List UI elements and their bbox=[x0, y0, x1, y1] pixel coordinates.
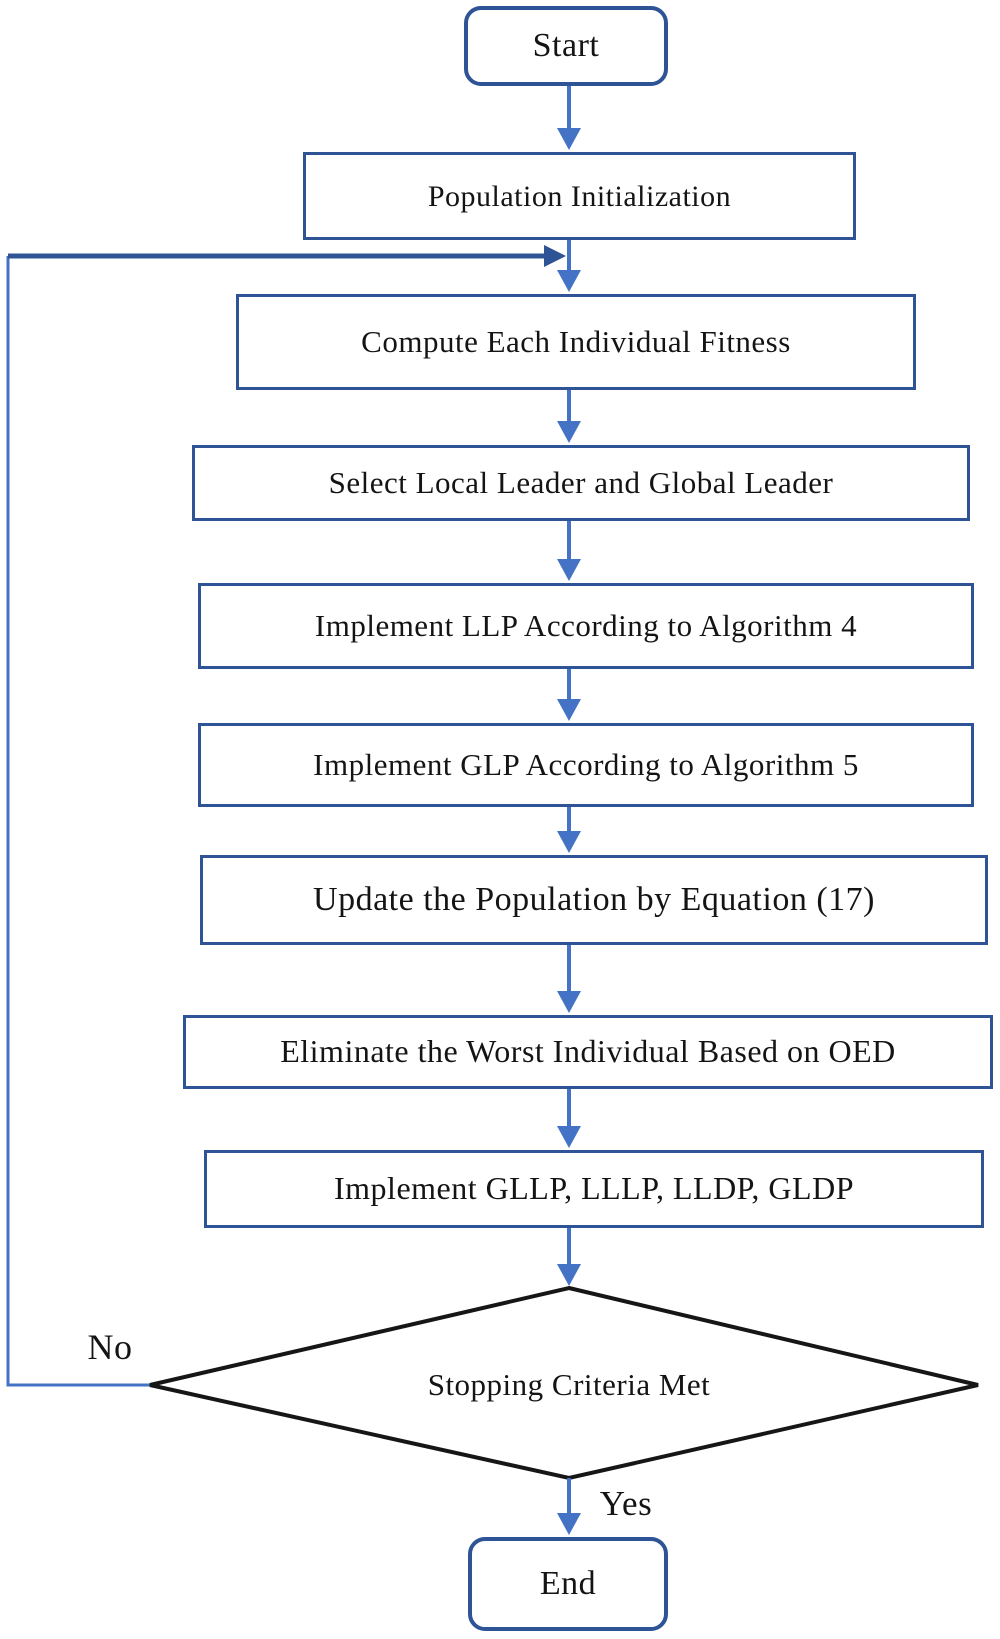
arrowhead-icon bbox=[557, 421, 581, 443]
flow-arrow-eliminate-to-gllp bbox=[557, 1089, 581, 1148]
flow-arrow-population-to-compute bbox=[557, 240, 581, 292]
process-node-eliminate-worst: Eliminate the Worst Individual Based on … bbox=[183, 1015, 993, 1089]
flow-arrow-llp-to-glp bbox=[557, 669, 581, 721]
loop-line bbox=[6, 256, 150, 1387]
arrowhead-icon bbox=[557, 1513, 581, 1535]
edge-label-no: No bbox=[87, 1327, 133, 1367]
process-node-population-initialization: Population Initialization bbox=[303, 152, 856, 240]
flow-arrow-start-to-population bbox=[557, 86, 581, 150]
arrowhead-icon bbox=[557, 991, 581, 1013]
loop-arrowhead-icon bbox=[544, 245, 566, 267]
flow-arrow-decision-to-end bbox=[557, 1478, 581, 1535]
arrowhead-icon bbox=[557, 559, 581, 581]
flow-arrow-glp-to-update bbox=[557, 807, 581, 853]
flow-arrow-compute-to-select bbox=[557, 390, 581, 443]
process-node-implement-llp: Implement LLP According to Algorithm 4 bbox=[198, 583, 974, 669]
flow-arrow-select-to-llp bbox=[557, 521, 581, 581]
flow-arrow-update-to-eliminate bbox=[557, 945, 581, 1013]
process-node-update-population: Update the Population by Equation (17) bbox=[200, 855, 988, 945]
process-node-select-leaders: Select Local Leader and Global Leader bbox=[192, 445, 970, 521]
arrowhead-icon bbox=[557, 1264, 581, 1286]
process-node-implement-glp: Implement GLP According to Algorithm 5 bbox=[198, 723, 974, 807]
loop-connector-no-branch bbox=[6, 245, 566, 1387]
arrowhead-icon bbox=[557, 699, 581, 721]
start-node: Start bbox=[464, 6, 668, 86]
arrowhead-icon bbox=[557, 270, 581, 292]
flow-arrow-gllp-to-decision bbox=[557, 1228, 581, 1286]
arrowhead-icon bbox=[557, 1126, 581, 1148]
arrowhead-icon bbox=[557, 128, 581, 150]
end-node: End bbox=[468, 1537, 668, 1631]
arrowhead-icon bbox=[557, 831, 581, 853]
decision-node-stopping-criteria: Stopping Criteria Met bbox=[427, 1367, 711, 1402]
process-node-compute-fitness: Compute Each Individual Fitness bbox=[236, 294, 916, 390]
process-node-implement-gllp: Implement GLLP, LLLP, LLDP, GLDP bbox=[204, 1150, 984, 1228]
edge-label-yes: Yes bbox=[599, 1483, 653, 1523]
